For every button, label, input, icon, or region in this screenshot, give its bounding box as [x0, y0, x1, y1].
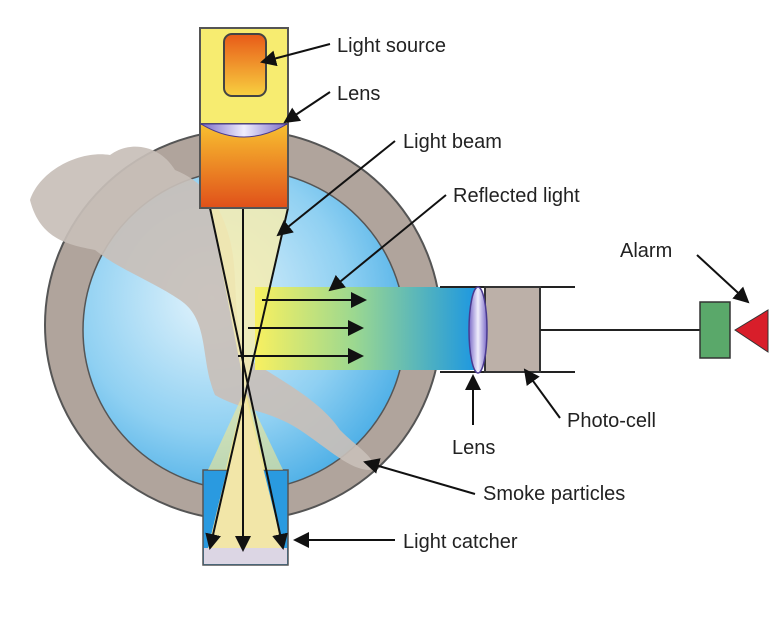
label-lens-top: Lens: [337, 83, 380, 105]
alarm-box: [699, 301, 731, 359]
label-reflected-light: Reflected light: [453, 185, 580, 207]
top-lens: [199, 123, 289, 138]
light-source-bulb: [223, 33, 267, 97]
label-photo-cell: Photo-cell: [567, 410, 656, 432]
label-light-beam: Light beam: [403, 131, 502, 153]
alarm-triangle: [734, 309, 769, 353]
label-light-catcher: Light catcher: [403, 531, 518, 553]
label-alarm: Alarm: [620, 240, 672, 262]
smoke-plume: [30, 146, 373, 470]
label-light-source: Light source: [337, 35, 446, 57]
source-optics: [199, 123, 289, 209]
photo-cell: [484, 286, 541, 373]
label-smoke-particles: Smoke particles: [483, 483, 625, 505]
side-lens: [468, 286, 488, 374]
label-lens-side: Lens: [452, 437, 495, 459]
light-beam-upper: [210, 208, 288, 390]
